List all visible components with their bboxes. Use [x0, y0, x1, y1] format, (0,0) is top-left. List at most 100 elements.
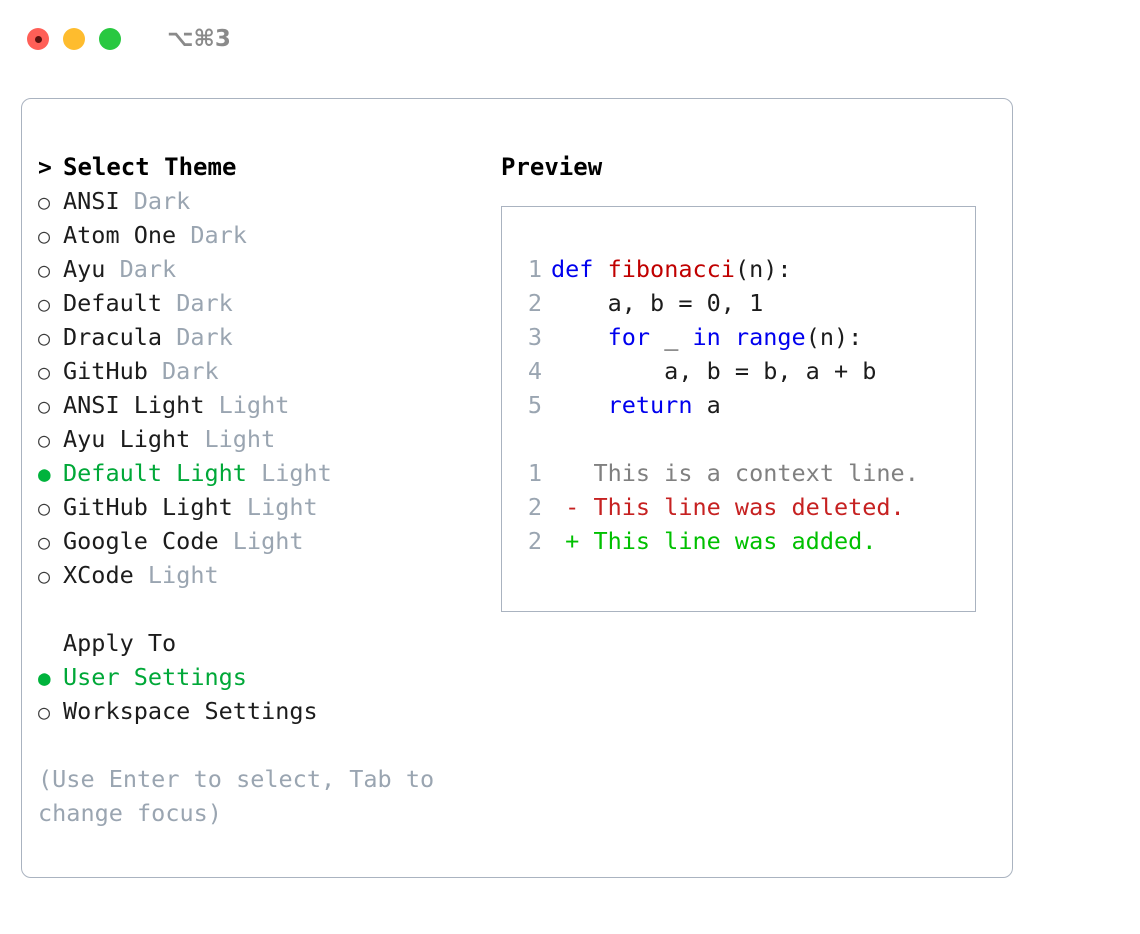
- apply-to-options: ● User Settings ○Workspace Settings: [38, 660, 498, 728]
- close-icon: [34, 35, 42, 43]
- theme-name: Default Light: [63, 459, 247, 487]
- code-token: (n):: [734, 255, 792, 283]
- theme-list-item[interactable]: ○GitHub Light Light: [38, 490, 498, 524]
- theme-name: Default: [63, 289, 163, 317]
- radio-unselected-icon: ○: [38, 394, 51, 418]
- diff-line-number: 2: [527, 527, 542, 555]
- theme-list-item[interactable]: ● Default Light Light: [38, 456, 498, 490]
- theme-list-column: >Select Theme ○ANSI Dark○Atom One Dark○A…: [38, 150, 498, 830]
- theme-list-item[interactable]: ○GitHub Dark: [38, 354, 498, 388]
- theme-category: Dark: [119, 187, 191, 215]
- diff-line-number: 1: [527, 459, 542, 487]
- theme-category: Dark: [176, 221, 247, 249]
- select-theme-header: >Select Theme: [38, 150, 498, 184]
- code-token: a, b = 0, 1: [551, 289, 764, 317]
- code-line-number: 4: [527, 357, 542, 385]
- code-line-number: 5: [527, 391, 542, 419]
- theme-name: Ayu: [63, 255, 106, 283]
- theme-list-item[interactable]: ○ Ayu Dark: [38, 252, 498, 286]
- apply-to-option[interactable]: ● User Settings: [38, 660, 498, 694]
- diff-line-text: - This line was deleted.: [551, 493, 905, 521]
- apply-to-option[interactable]: ○Workspace Settings: [38, 694, 498, 728]
- code-token: in: [692, 323, 721, 351]
- code-line-number: 3: [527, 323, 542, 351]
- code-token: [551, 391, 608, 419]
- theme-category: Dark: [162, 289, 233, 317]
- code-line-number: 1: [527, 255, 542, 283]
- code-token: [551, 323, 608, 351]
- code-line: 1 def fibonacci(n):: [514, 252, 969, 286]
- list-spacer: [38, 592, 498, 626]
- theme-name: Atom One: [63, 221, 177, 249]
- code-token: (n):: [805, 323, 863, 351]
- code-blank-line: [514, 422, 969, 456]
- diff-line: 2 - This line was deleted.: [514, 490, 969, 524]
- diff-line-text: + This line was added.: [551, 527, 877, 555]
- theme-name: ANSI: [63, 187, 120, 215]
- maximize-button[interactable]: [99, 28, 121, 50]
- panel-columns: >Select Theme ○ANSI Dark○Atom One Dark○A…: [22, 99, 1012, 877]
- apply-to-option-label: User Settings: [63, 663, 247, 691]
- radio-selected-icon: ●: [38, 666, 51, 690]
- code-token: [721, 323, 735, 351]
- theme-category: Light: [204, 391, 290, 419]
- radio-unselected-icon: ○: [38, 360, 51, 384]
- theme-name: Ayu Light: [63, 425, 191, 453]
- radio-unselected-icon: ○: [38, 530, 51, 554]
- theme-list-item[interactable]: ○ Atom One Dark: [38, 218, 498, 252]
- diff-line-text: This is a context line.: [551, 459, 919, 487]
- theme-selector-panel: >Select Theme ○ANSI Dark○Atom One Dark○A…: [21, 98, 1013, 878]
- theme-list-item[interactable]: ○ Dracula Dark: [38, 320, 498, 354]
- theme-category: Dark: [105, 255, 177, 283]
- code-token: return: [607, 391, 693, 419]
- theme-category: Light: [232, 493, 318, 521]
- radio-unselected-icon: ○: [38, 564, 51, 588]
- apply-to-option-label: Workspace Settings: [63, 697, 318, 725]
- code-line: 4 a, b = b, a + b: [514, 354, 969, 388]
- minimize-button[interactable]: [63, 28, 85, 50]
- keyboard-hint-text: (Use Enter to select, Tab to change focu…: [38, 765, 435, 827]
- radio-unselected-icon: ○: [38, 224, 51, 248]
- code-token: def: [551, 255, 594, 283]
- code-token: fibonacci: [607, 255, 735, 283]
- theme-category: Light: [133, 561, 219, 589]
- close-button[interactable]: [27, 28, 49, 50]
- radio-unselected-icon: ○: [38, 292, 51, 316]
- code-token: [593, 255, 607, 283]
- theme-list: ○ ANSI Dark ○ Atom One Dark ○ Ayu Dark ○ Defaul…: [38, 184, 498, 592]
- code-line: 3 for _ in range(n):: [514, 320, 969, 354]
- theme-list-item[interactable]: ○ Google Code Light: [38, 524, 498, 558]
- diff-sample: 1 This is a context line. 2 - This line w…: [514, 456, 969, 558]
- radio-unselected-icon: ○: [38, 190, 51, 214]
- theme-category: Light: [246, 459, 332, 487]
- radio-unselected-icon: ○: [38, 326, 51, 350]
- theme-category: Light: [218, 527, 304, 555]
- diff-line: 2 + This line was added.: [514, 524, 969, 558]
- keyboard-shortcut-label: ⌥⌘3: [167, 26, 231, 52]
- theme-category: Dark: [162, 323, 233, 351]
- theme-list-item[interactable]: ○XCode Light: [38, 558, 498, 592]
- diff-line-number: 2: [527, 493, 542, 521]
- apply-to-label: Apply To: [63, 629, 177, 657]
- theme-list-item[interactable]: ○ANSI Light Light: [38, 388, 498, 422]
- prompt-caret-icon: >: [38, 155, 52, 181]
- code-token: a: [692, 391, 721, 419]
- code-line: 2 a, b = 0, 1: [514, 286, 969, 320]
- theme-name: GitHub Light: [63, 493, 233, 521]
- code-token: _: [650, 323, 693, 351]
- theme-name: Google Code: [63, 527, 219, 555]
- code-token: for: [607, 323, 651, 351]
- radio-selected-icon: ●: [38, 462, 51, 486]
- theme-list-item[interactable]: ○ Default Dark: [38, 286, 498, 320]
- theme-list-item[interactable]: ○ ANSI Dark: [38, 184, 498, 218]
- theme-name: Dracula: [63, 323, 163, 351]
- code-line-number: 2: [527, 289, 542, 317]
- theme-list-item[interactable]: ○Ayu Light Light: [38, 422, 498, 456]
- code-line: 5 return a: [514, 388, 969, 422]
- radio-unselected-icon: ○: [38, 258, 51, 282]
